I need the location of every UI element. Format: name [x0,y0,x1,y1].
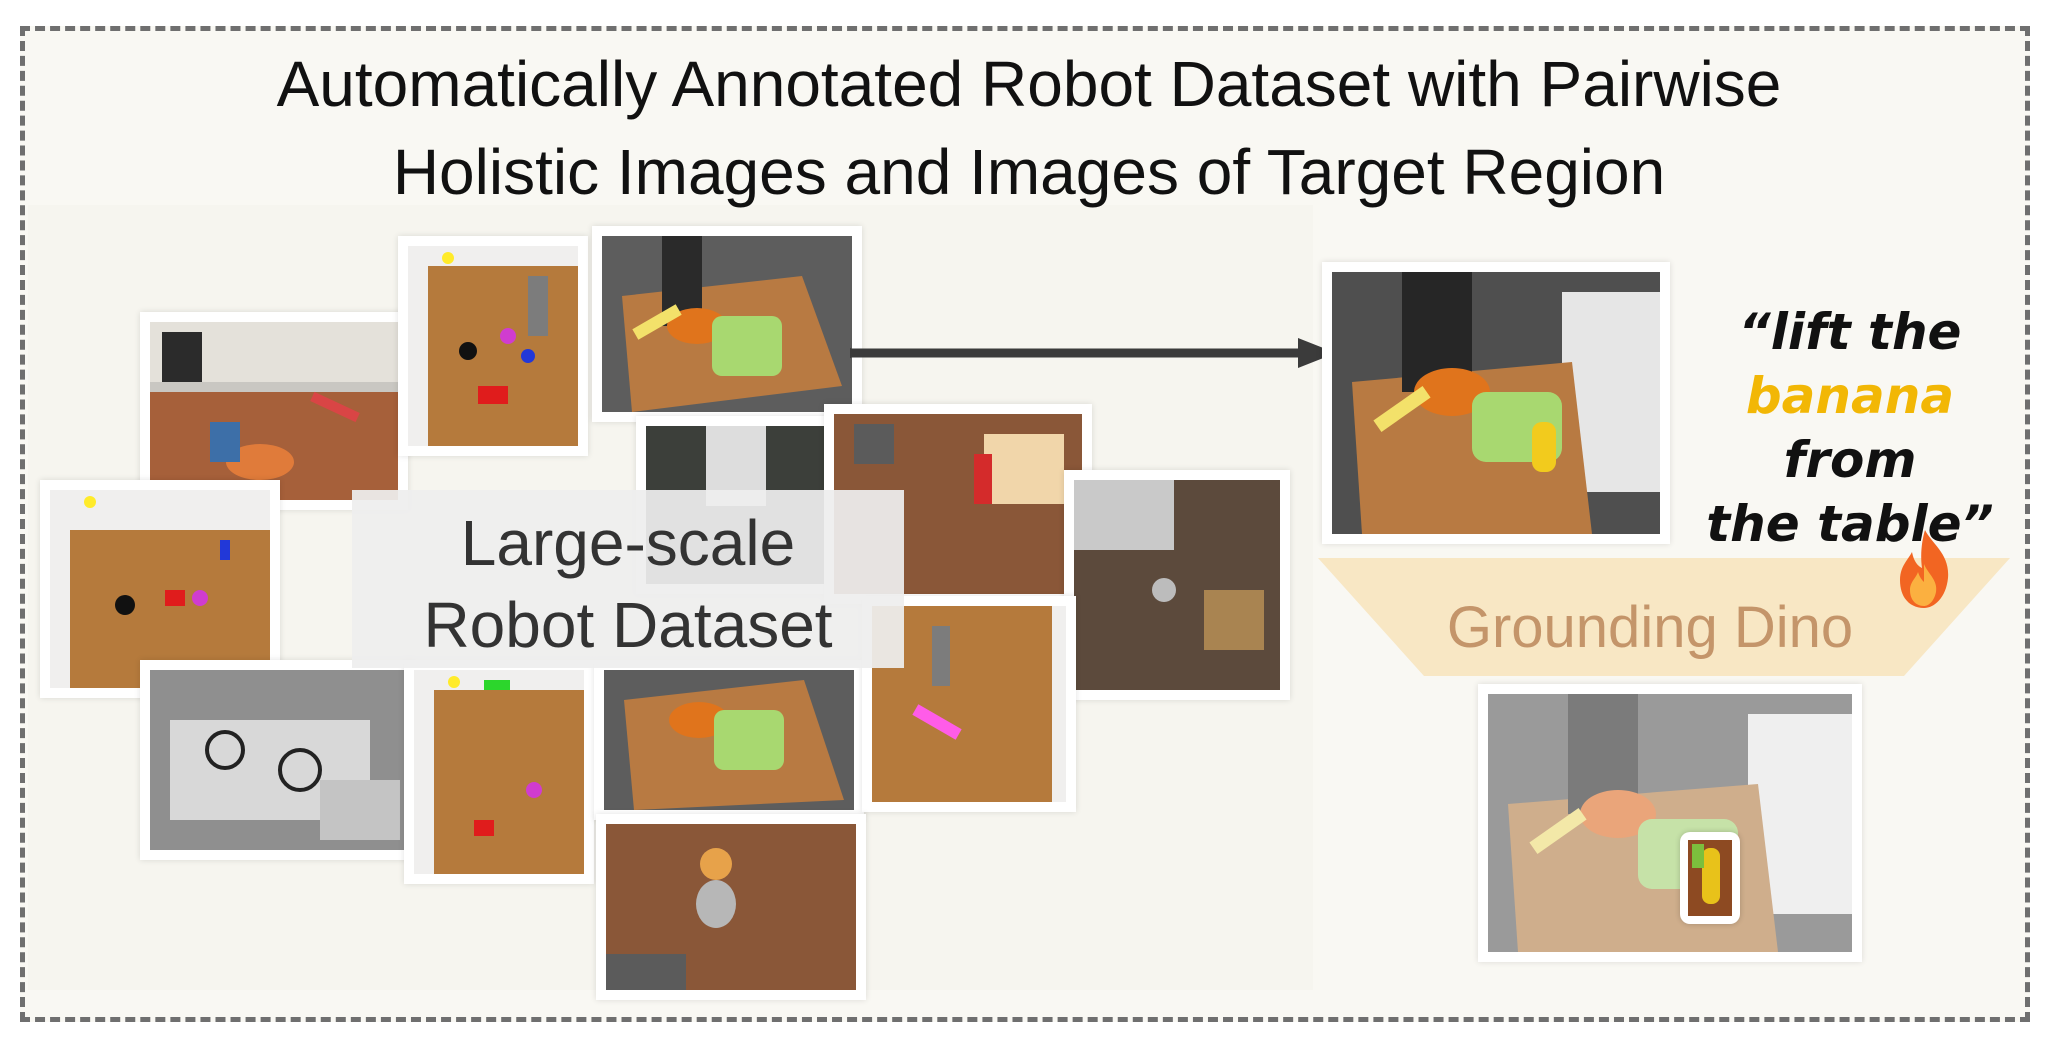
dataset-thumbnail-sim-drawer-4 [862,596,1076,812]
dataset-thumbnail-stove [140,660,414,860]
dataset-label-line-2: Robot Dataset [423,589,833,661]
dataset-label: Large-scale Robot Dataset [352,490,904,668]
instruction-after-highlight: from [1783,431,1917,489]
figure-title-line-1: Automatically Annotated Robot Dataset wi… [276,48,1782,120]
dataset-thumbnail-can-table [596,814,866,1000]
figure-title-line-2: Holistic Images and Images of Target Reg… [392,136,1666,208]
holistic-image [1322,262,1670,544]
dataset-thumbnail-robot-table-2 [594,660,864,820]
dataset-thumbnail-sim-drawer-1 [398,236,588,456]
grounding-dino-label: Grounding Dino [1446,595,1854,660]
dataset-label-line-1: Large-scale [460,507,796,579]
dataset-thumbnail-kitchen-counter [140,312,408,510]
instruction-line-3: the table” [1706,495,1994,553]
target-region-box [1680,832,1740,924]
dataset-thumbnail-dark-table [1064,470,1290,700]
instruction-text: “lift the banana from the table” [1680,300,2020,556]
instruction-line-2: banana from [1680,364,2020,492]
instruction-highlight: banana [1745,367,1955,425]
fire-icon [1900,530,1949,608]
dataset-thumbnail-sim-drawer-3 [404,660,594,884]
instruction-line-1: “lift the [1738,303,1962,361]
holistic-arrow [850,338,1336,368]
target-region-image [1478,684,1862,962]
grounding-dino-funnel [1318,558,2010,676]
dataset-thumbnail-robot-table-1 [592,226,862,422]
